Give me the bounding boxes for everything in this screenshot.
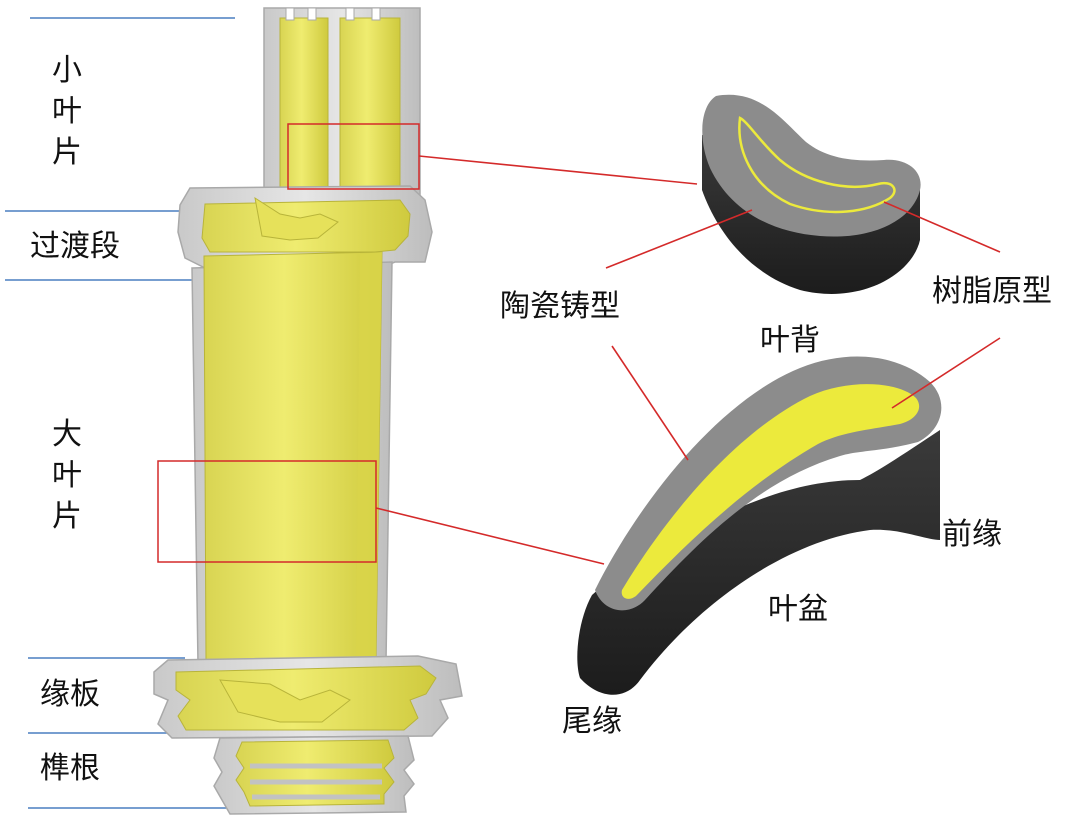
callout-ceramic-bottom bbox=[611, 345, 689, 461]
root-core bbox=[235, 739, 395, 807]
callout-resin-bottom bbox=[891, 337, 1001, 409]
callout-large-box-to-section bbox=[375, 507, 605, 565]
label-large-blade: 大 叶 片 bbox=[52, 417, 82, 534]
section-small-blade bbox=[702, 94, 921, 294]
transition-core-detail bbox=[254, 196, 339, 241]
top-tab-3 bbox=[345, 7, 355, 21]
blade-model bbox=[153, 7, 463, 815]
small-section-top bbox=[702, 94, 921, 237]
section-dividers bbox=[5, 17, 235, 809]
label-platform: 缘板 bbox=[40, 677, 100, 712]
label-small-blade: 小 叶 片 bbox=[52, 53, 82, 170]
label-leading-edge: 前缘 bbox=[942, 517, 1002, 552]
label-trailing-edge: 尾缘 bbox=[562, 704, 622, 739]
large-section-side bbox=[577, 430, 940, 695]
top-tab-1 bbox=[285, 7, 295, 21]
label-pressure-side: 叶盆 bbox=[768, 592, 828, 627]
large-section-resin bbox=[621, 384, 920, 599]
label-resin-pattern: 树脂原型 bbox=[932, 274, 1052, 309]
top-tab-4 bbox=[371, 7, 381, 21]
root-grooves bbox=[250, 763, 382, 800]
platform-core-detail bbox=[219, 679, 351, 723]
large-blade-core bbox=[203, 251, 383, 661]
small-blade-core-left bbox=[279, 17, 329, 201]
label-suction-side: 叶背 bbox=[760, 323, 820, 358]
callout-lines bbox=[375, 155, 1001, 565]
callout-resin-top bbox=[883, 201, 1001, 253]
callout-small-box-to-section bbox=[418, 155, 698, 185]
label-ceramic-mold: 陶瓷铸型 bbox=[500, 289, 620, 324]
section-large-blade bbox=[577, 356, 942, 695]
detail-box-large-blade bbox=[157, 460, 377, 563]
top-tab-2 bbox=[307, 7, 317, 21]
small-section-resin bbox=[738, 116, 896, 214]
callout-ceramic-top bbox=[605, 209, 753, 269]
label-transition: 过渡段 bbox=[30, 229, 120, 264]
small-blade-core-right bbox=[339, 17, 401, 201]
label-root: 榫根 bbox=[40, 751, 100, 786]
